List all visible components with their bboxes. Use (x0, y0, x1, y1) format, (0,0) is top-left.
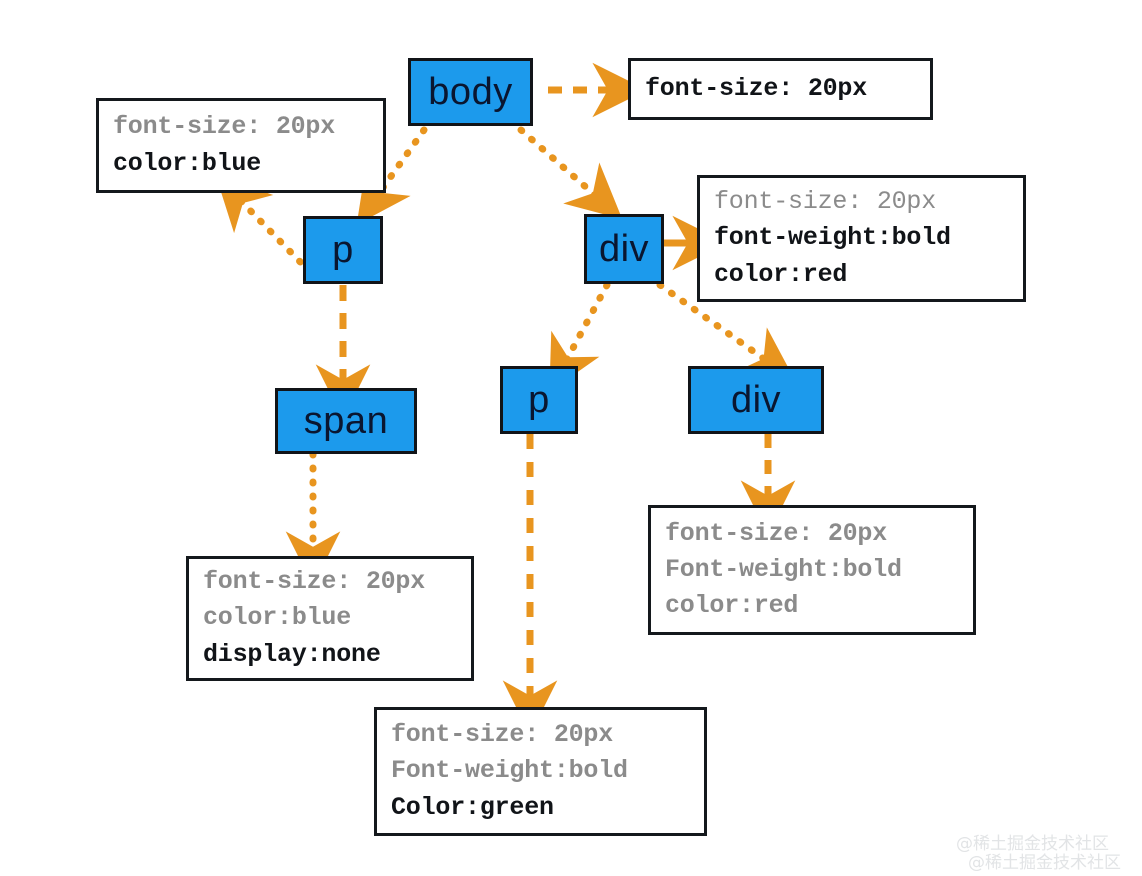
edge-div-right-to-p-mid (549, 281, 611, 392)
note-line: font-size: 20px (391, 720, 614, 750)
note-body: font-size: 20px (628, 58, 933, 120)
note-line: font-size: 20px (714, 187, 937, 217)
node-label: div (598, 228, 650, 270)
node-label: div (730, 379, 782, 421)
note-line: display:none (203, 639, 381, 669)
note-line: Font-weight:bold (391, 756, 628, 786)
node-body[interactable]: body (408, 58, 533, 126)
note-p-mid: font-size: 20px Font-weight:bold Color:g… (374, 707, 707, 836)
node-label: span (303, 400, 389, 442)
note-line: font-size: 20px (645, 73, 868, 103)
node-span[interactable]: span (275, 388, 417, 454)
node-label: body (428, 71, 513, 113)
edge-p-left-to-note (215, 174, 314, 276)
note-line: font-size: 20px (665, 518, 888, 548)
node-p-left[interactable]: p (303, 216, 383, 284)
watermark-line-2: @稀土掘金技术社区 (968, 853, 1121, 873)
node-label: p (528, 379, 550, 421)
watermark-line-1: @稀土掘金技术社区 (956, 834, 1109, 854)
note-line: color:blue (203, 603, 352, 633)
node-p-mid[interactable]: p (500, 366, 578, 434)
note-line: color:blue (113, 148, 262, 178)
note-line: color:red (665, 591, 799, 621)
note-line: font-size: 20px (203, 567, 426, 597)
note-line: font-weight:bold (714, 223, 951, 253)
edge-body-to-div-right (517, 126, 623, 220)
node-div-child[interactable]: div (688, 366, 824, 434)
note-div-child: font-size: 20px Font-weight:bold color:r… (648, 505, 976, 635)
note-line: color:red (714, 259, 848, 289)
note-line: Font-weight:bold (665, 554, 902, 584)
note-div-right: font-size: 20px font-weight:bold color:r… (697, 175, 1026, 302)
node-label: p (332, 229, 354, 271)
node-div-right[interactable]: div (584, 214, 664, 284)
note-p-left: font-size: 20px color:blue (96, 98, 386, 193)
note-span: font-size: 20px color:blue display:none (186, 556, 474, 681)
note-line: Color:green (391, 792, 554, 822)
note-line: font-size: 20px (113, 112, 336, 142)
